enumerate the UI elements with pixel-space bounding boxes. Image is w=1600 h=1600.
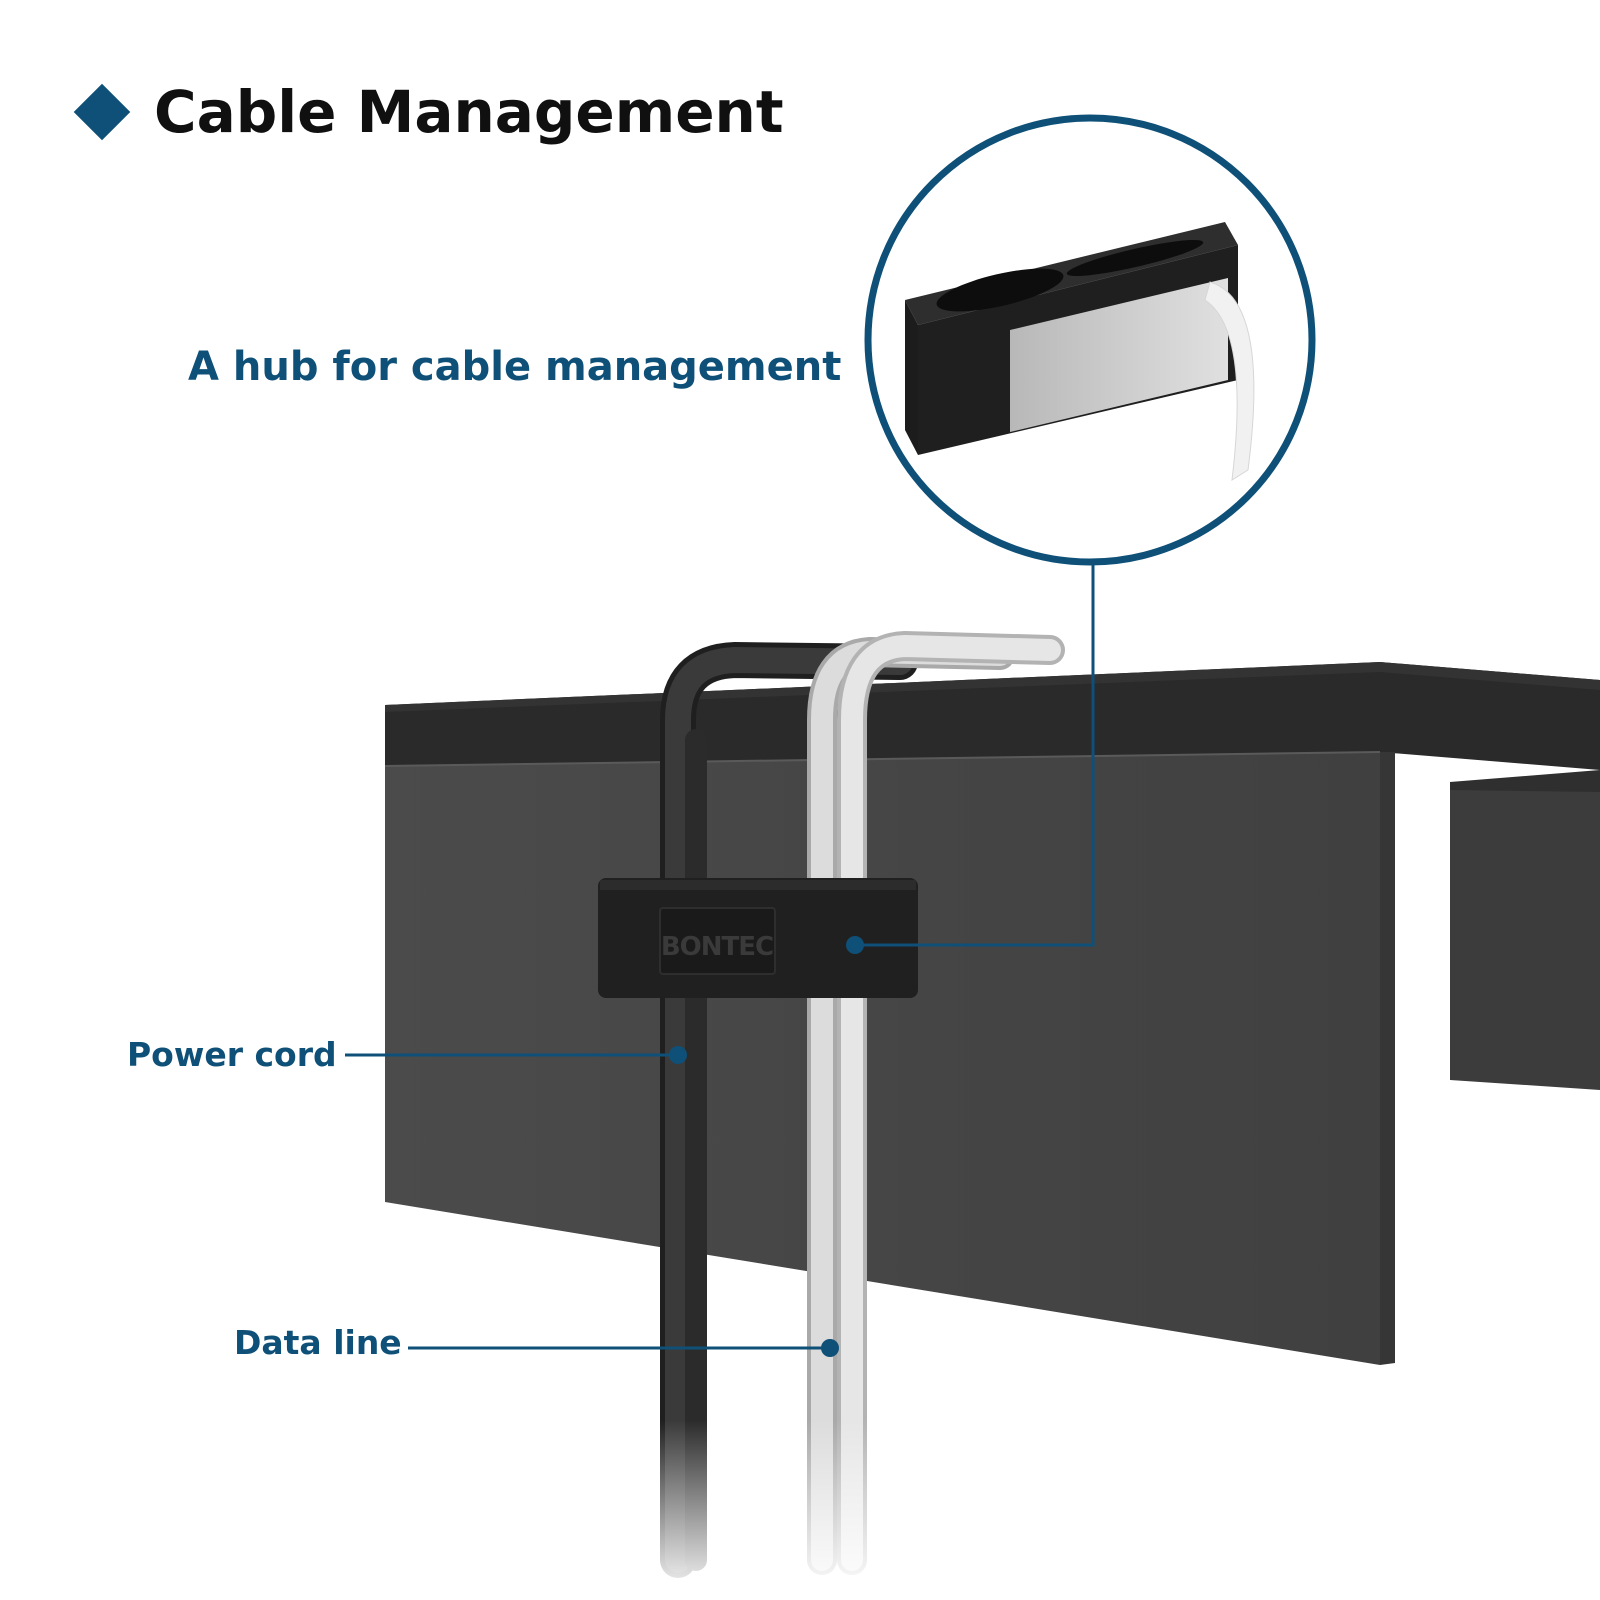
shelf-top-surface <box>385 662 1600 770</box>
power-cord-leader <box>345 1046 687 1064</box>
brand-mark-text: BONTEC <box>661 932 773 962</box>
cable-clip: BONTEC <box>598 878 918 998</box>
shelf-front-face <box>385 752 1380 1365</box>
feature-subtitle: A hub for cable management <box>188 344 842 390</box>
title-block: Cable Management <box>72 78 784 146</box>
diamond-bullet-icon <box>73 83 131 141</box>
shelf <box>384 662 1600 1365</box>
shelf-right-leg-top <box>1450 770 1600 792</box>
shelf-right-leg <box>1450 790 1600 1090</box>
data-line-leader <box>408 1339 839 1357</box>
zoom-circle-ring <box>864 114 1316 566</box>
power-cord-label: Power cord <box>127 1035 337 1074</box>
data-line-cables <box>807 630 1065 1575</box>
clip-callout-leader <box>846 562 1095 954</box>
shelf-front-right-edge <box>1380 752 1395 1365</box>
zoom-detail-circle <box>864 114 1316 566</box>
page-title: Cable Management <box>154 78 784 146</box>
data-line-label: Data line <box>234 1323 402 1362</box>
